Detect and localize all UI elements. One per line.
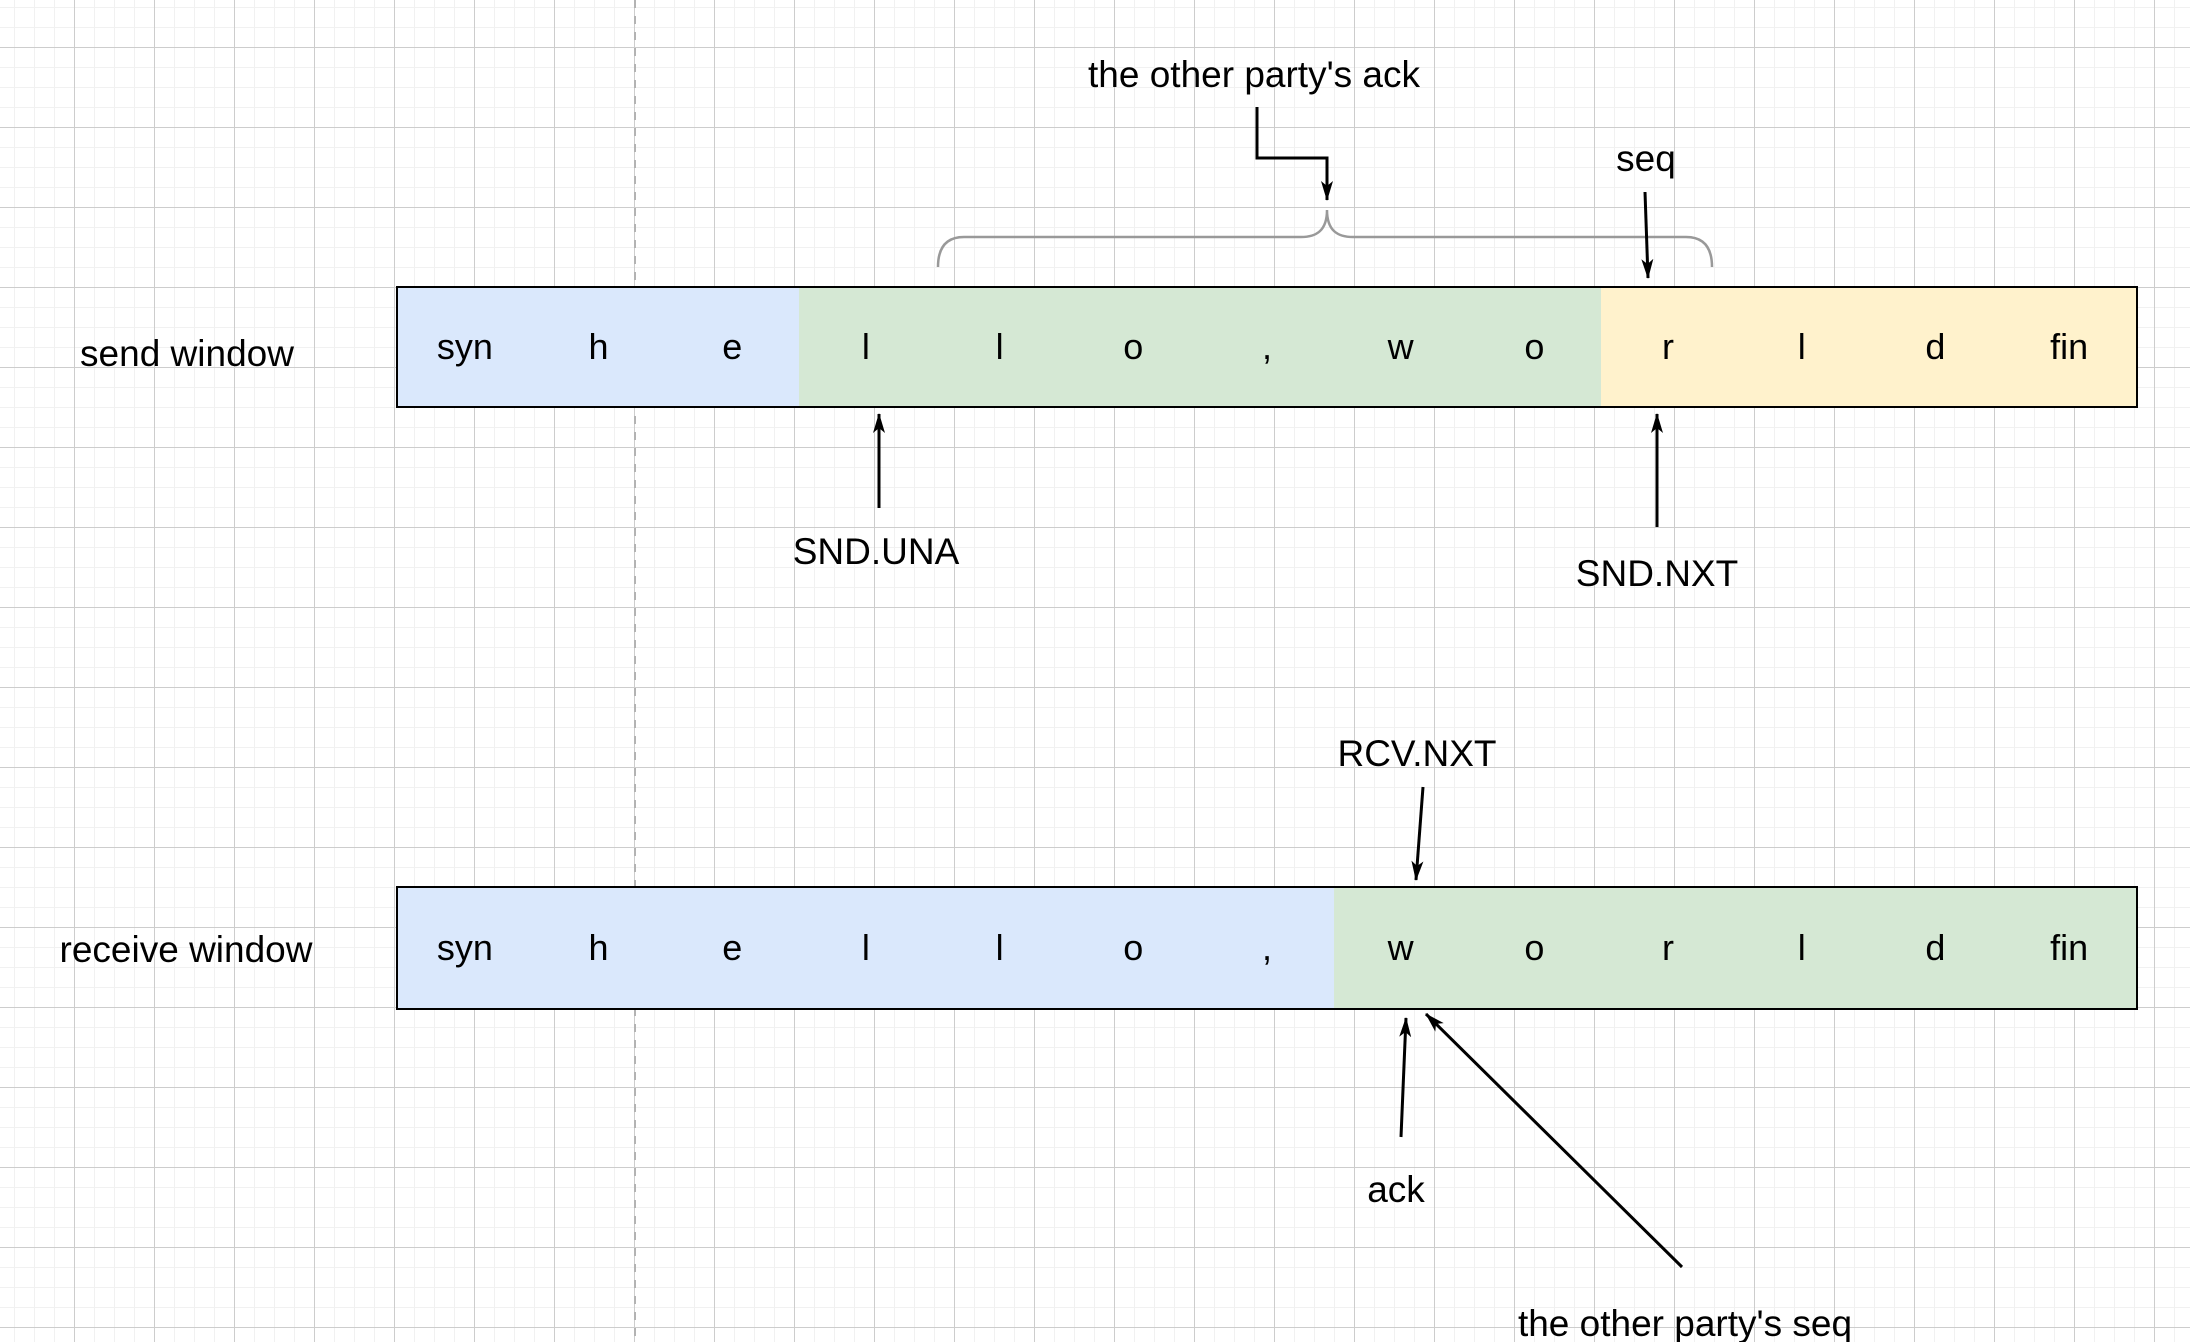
window-cell-e: e [665,888,800,1008]
ack-arrow [1399,1017,1412,1138]
window-cell-o: o [1467,288,1602,406]
snd-nxt-label: SND.NXT [1575,553,1739,594]
other-seq-label: the other party's seq [1517,1303,1853,1342]
rcv-nxt-label: RCV.NXT [1337,733,1497,774]
ack-range-brace [936,209,1714,268]
window-cell-d: d [1868,288,2003,406]
window-cell-,: , [1200,288,1334,406]
window-cell-l: l [1734,288,1869,406]
window-cell-fin: fin [2002,288,2136,406]
window-cell-r: r [1601,888,1735,1008]
window-cell-h: h [531,888,666,1008]
window-cell-l: l [799,888,933,1008]
window-cell-r: r [1601,288,1735,406]
window-cell-l: l [1734,888,1869,1008]
seq-label: seq [1616,138,1676,179]
window-cell-e: e [665,288,800,406]
window-cell-h: h [531,288,666,406]
window-cell-w: w [1333,888,1468,1008]
snd-una-label: SND.UNA [792,531,960,572]
rcv-nxt-arrow [1411,786,1425,881]
window-cell-d: d [1868,888,2003,1008]
other-ack-label: the other party's ack [1087,54,1421,95]
window-cell-fin: fin [2002,888,2136,1008]
other-ack-arrow [1255,107,1333,201]
other-seq-arrow [1424,1012,1684,1269]
window-cell-syn: syn [398,888,532,1008]
window-cell-syn: syn [398,288,532,406]
window-cell-,: , [1200,888,1334,1008]
window-cell-l: l [932,888,1067,1008]
seq-arrow [1641,191,1654,279]
receive-window-label: receive window [59,929,313,970]
window-cell-l: l [932,288,1067,406]
send-window-label: send window [80,333,294,374]
ack-label: ack [1367,1169,1425,1210]
window-cell-o: o [1467,888,1602,1008]
window-cell-w: w [1333,288,1468,406]
window-cell-o: o [1066,888,1201,1008]
window-cell-o: o [1066,288,1201,406]
window-cell-l: l [799,288,933,406]
